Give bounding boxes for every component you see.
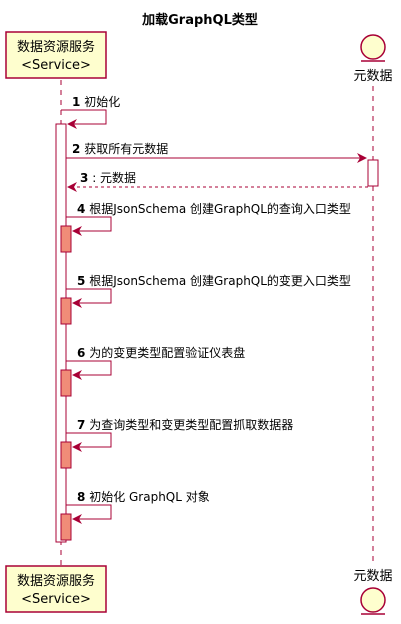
message-2-label: 获取所有元数据: [84, 141, 168, 156]
message-1: 1 初始化: [61, 95, 120, 129]
message-6-number: 6: [77, 346, 85, 360]
message-3-number: 3: [80, 171, 88, 185]
message-2: 2 获取所有元数据: [66, 141, 367, 163]
message-4-label: 根据JsonSchema 创建GraphQL的查询入口类型: [89, 201, 351, 216]
message-3: 3 : 元数据: [67, 170, 368, 192]
service-participant-name: 数据资源服务: [17, 39, 95, 55]
service-activation-bar: [55, 123, 67, 543]
nested-activation-6: [60, 369, 72, 397]
message-8-label: 初始化 GraphQL 对象: [89, 490, 210, 504]
svg-text:2 获取所有元数据: 2 获取所有元数据: [72, 141, 168, 156]
message-8: 8 初始化 GraphQL 对象: [66, 490, 210, 524]
svg-text:5 根据JsonSchema 创建GraphQL的变更入口类: 5 根据JsonSchema 创建GraphQL的变更入口类型: [77, 273, 351, 288]
message-1-label: 初始化: [84, 95, 120, 109]
nested-activation-4: [60, 225, 72, 253]
nested-activation-8: [60, 513, 72, 541]
svg-text:7 为查询类型和变更类型配置抓取数据器: 7 为查询类型和变更类型配置抓取数据器: [77, 417, 293, 432]
service-participant-name-bottom: 数据资源服务: [17, 573, 95, 589]
message-7: 7 为查询类型和变更类型配置抓取数据器: [66, 417, 293, 452]
message-3-label: : 元数据: [92, 170, 136, 185]
svg-text:8 初始化 GraphQL 对象: 8 初始化 GraphQL 对象: [77, 490, 210, 504]
nested-activation-7: [60, 441, 72, 469]
entity-icon: [360, 587, 386, 613]
diagram-title: 加载GraphQL类型: [141, 12, 258, 28]
entity-participant-bottom: 元数据: [353, 569, 393, 615]
entity-participant-top: 元数据: [353, 34, 393, 84]
message-5-number: 5: [77, 274, 85, 288]
message-7-label: 为查询类型和变更类型配置抓取数据器: [89, 417, 293, 432]
message-6-label: 为的变更类型配置验证仪表盘: [89, 345, 245, 360]
service-participant-stereotype: <Service>: [21, 58, 91, 73]
message-7-number: 7: [77, 418, 85, 432]
message-8-number: 8: [77, 490, 85, 504]
message-5-label: 根据JsonSchema 创建GraphQL的变更入口类型: [89, 273, 351, 288]
service-participant-stereotype-bottom: <Service>: [21, 592, 91, 607]
message-4-number: 4: [77, 202, 85, 216]
service-participant-top: 数据资源服务 <Service>: [5, 31, 107, 79]
message-6: 6 为的变更类型配置验证仪表盘: [66, 345, 245, 380]
entity-participant-name-bottom: 元数据: [353, 569, 392, 584]
service-participant-bottom: 数据资源服务 <Service>: [5, 565, 107, 613]
svg-text:6 为的变更类型配置验证仪表盘: 6 为的变更类型配置验证仪表盘: [77, 345, 245, 360]
svg-text:3 : 元数据: 3 : 元数据: [80, 170, 136, 185]
message-4: 4 根据JsonSchema 创建GraphQL的查询入口类型: [66, 201, 351, 236]
message-5: 5 根据JsonSchema 创建GraphQL的变更入口类型: [66, 273, 351, 308]
entity-activation-bar: [367, 159, 379, 187]
entity-participant-name: 元数据: [353, 69, 392, 84]
svg-text:4 根据JsonSchema 创建GraphQL的查询入口类: 4 根据JsonSchema 创建GraphQL的查询入口类型: [77, 201, 351, 216]
message-2-number: 2: [72, 142, 80, 156]
message-1-number: 1: [72, 95, 80, 109]
entity-icon: [360, 34, 386, 60]
svg-text:1 初始化: 1 初始化: [72, 95, 120, 109]
nested-activation-5: [60, 297, 72, 325]
